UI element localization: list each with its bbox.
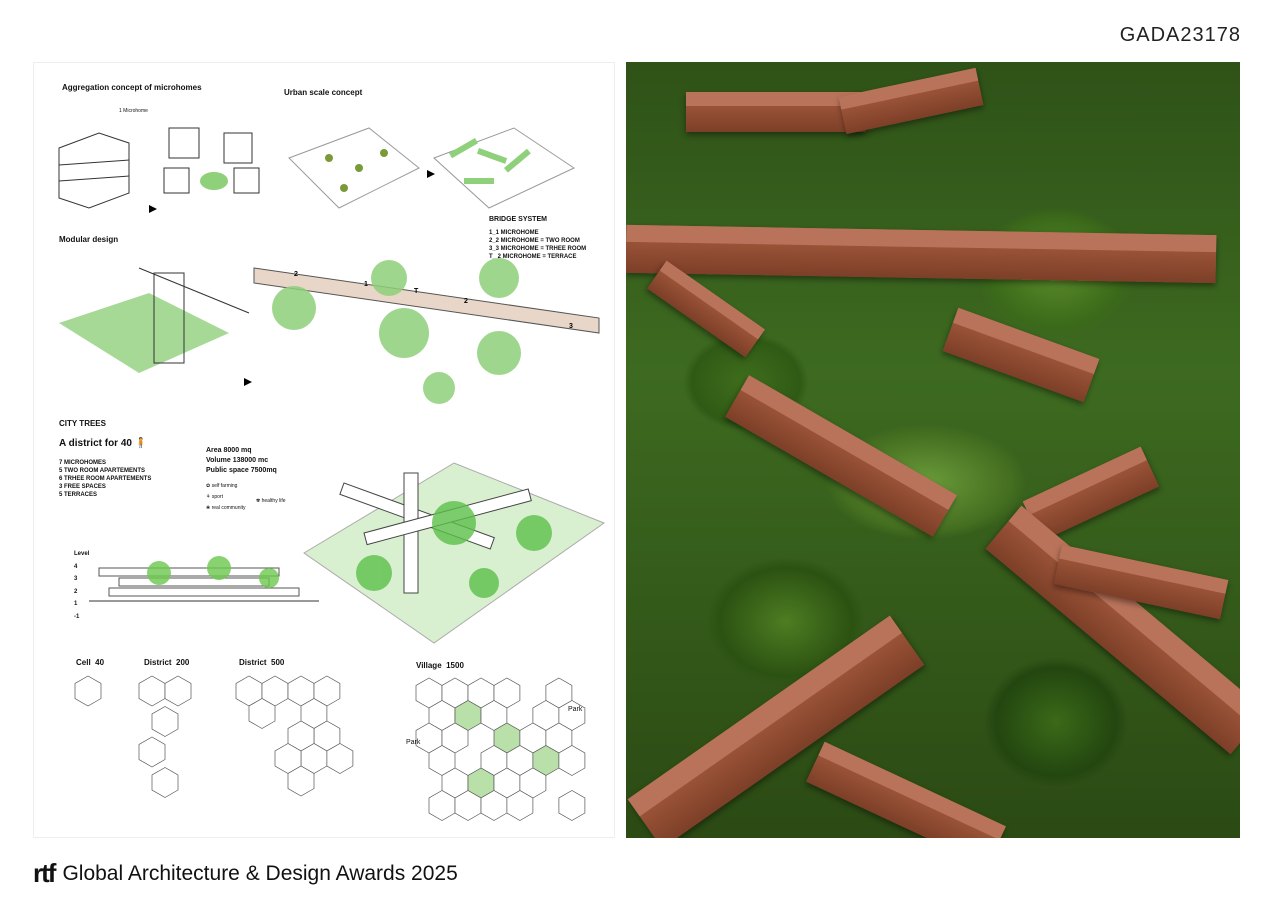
city-item: 3 FREE SPACES [59, 484, 106, 490]
bridge-item: 3_3 MICROHOME = TRHEE ROOM [489, 246, 587, 252]
label: healthy life [261, 498, 286, 504]
person-icon: 🧍 [134, 438, 148, 449]
count: 500 [271, 658, 285, 667]
hex-cell [151, 767, 179, 798]
modular-diagram [59, 267, 252, 386]
bridge-title: BRIDGE SYSTEM [489, 216, 547, 223]
level-axis: Level 4 3 2 1 -1 [74, 548, 89, 623]
hex-cell [164, 675, 192, 707]
stat-public-space: Public space 7500mq [206, 467, 277, 474]
real-community: ❀ real community [206, 505, 246, 511]
village-render-image [626, 62, 1240, 838]
hex-cell [558, 745, 586, 776]
section-diagram [89, 556, 319, 602]
label: sport [211, 494, 223, 500]
label: Cell [76, 658, 91, 667]
hex-cell [138, 736, 166, 768]
awards-title: Global Architecture & Design Awards 2025 [62, 861, 458, 885]
label: real community [211, 505, 246, 511]
hex-cluster-diagrams [74, 675, 586, 821]
hex-cell [138, 675, 166, 707]
aggregation-diagram [58, 127, 260, 213]
bridge-item: T_ 2 MICROHOME = TERRACE [489, 254, 577, 260]
count: 1500 [446, 661, 464, 670]
city-item: 6 TRHEE ROOM APARTEMENTS [59, 476, 152, 482]
scale-village: Village 1500 [416, 661, 464, 670]
bridge-mark: T [414, 288, 419, 295]
bridge-item: 2_2 MICROHOME = TWO ROOM [489, 238, 580, 244]
self-farming: ✿ self farming [206, 483, 238, 489]
scale-cell: Cell 40 [76, 658, 104, 667]
city-list: 7 MICROHOMES 5 TWO ROOM APARTEMENTS 6 TR… [59, 459, 151, 499]
modular-title: Modular design [59, 235, 119, 244]
park-label: Park [406, 739, 421, 746]
level-label: -1 [74, 613, 80, 620]
healthy-life: ✾ healthy life [256, 498, 286, 504]
city-item: 5 TWO ROOM APARTEMENTS [59, 468, 145, 474]
microhome-label: 1 Microhome [119, 108, 148, 114]
hex-cell [248, 698, 276, 729]
rtf-logo: rtf [33, 858, 56, 888]
project-code: GADA23178 [1119, 24, 1241, 46]
diagram-board: Aggregation concept of microhomes 1 Micr… [33, 62, 615, 838]
footer: rtf Global Architecture & Design Awards … [33, 858, 458, 889]
level-label: 4 [74, 563, 78, 570]
count: 200 [176, 658, 190, 667]
bridge-mark: 1 [364, 281, 368, 288]
bridge-item: 1_1 MICROHOME [489, 230, 539, 236]
city-item: 7 MICROHOMES [59, 460, 107, 466]
aggregation-title: Aggregation concept of microhomes [62, 83, 202, 92]
label: District [239, 658, 267, 667]
count: 40 [95, 658, 105, 667]
city-stats: Area 8000 mq Volume 138000 mc Public spa… [206, 446, 277, 476]
hex-cell [287, 765, 315, 797]
level-label: 1 [74, 601, 78, 607]
label: District [144, 658, 172, 667]
scale-district-500: District 500 [239, 658, 284, 667]
label: self farming [211, 483, 238, 489]
city-item: 5 TERRACES [59, 492, 98, 498]
hex-cell [151, 706, 179, 737]
bridge-list: 1_1 MICROHOME 2_2 MICROHOME = TWO ROOM 3… [489, 229, 586, 261]
stat-area: Area 8000 mq [206, 447, 252, 454]
scale-district-200: District 200 [144, 658, 189, 667]
bridge-mark: 3 [569, 323, 573, 330]
bridge-mark: 2 [464, 298, 468, 305]
bridge-diagram: 2 1 T 2 3 [253, 258, 600, 404]
benefit-icons: ✿ self farming ⚘ sport ❀ real community [206, 481, 246, 514]
stat-volume: Volume 138000 mc [206, 457, 269, 464]
level-title: Level [74, 551, 90, 557]
urban-diagram [288, 127, 576, 209]
urban-title: Urban scale concept [284, 88, 363, 97]
bridge-mark: 2 [294, 271, 298, 278]
hex-cell [558, 790, 586, 821]
city-title: CITY TREES [59, 419, 106, 428]
hex-cell [326, 743, 354, 774]
sport: ⚘ sport [206, 494, 223, 500]
hex-cell [74, 675, 102, 707]
hex-cell [506, 790, 534, 821]
level-label: 2 [74, 588, 78, 595]
label: Village [416, 661, 442, 670]
district-axonometric [303, 462, 606, 644]
district-subtitle-text: A district for 40 [59, 438, 132, 449]
level-label: 3 [74, 576, 78, 582]
district-subtitle: A district for 40 🧍 [59, 438, 147, 449]
park-label: Park [568, 706, 583, 713]
